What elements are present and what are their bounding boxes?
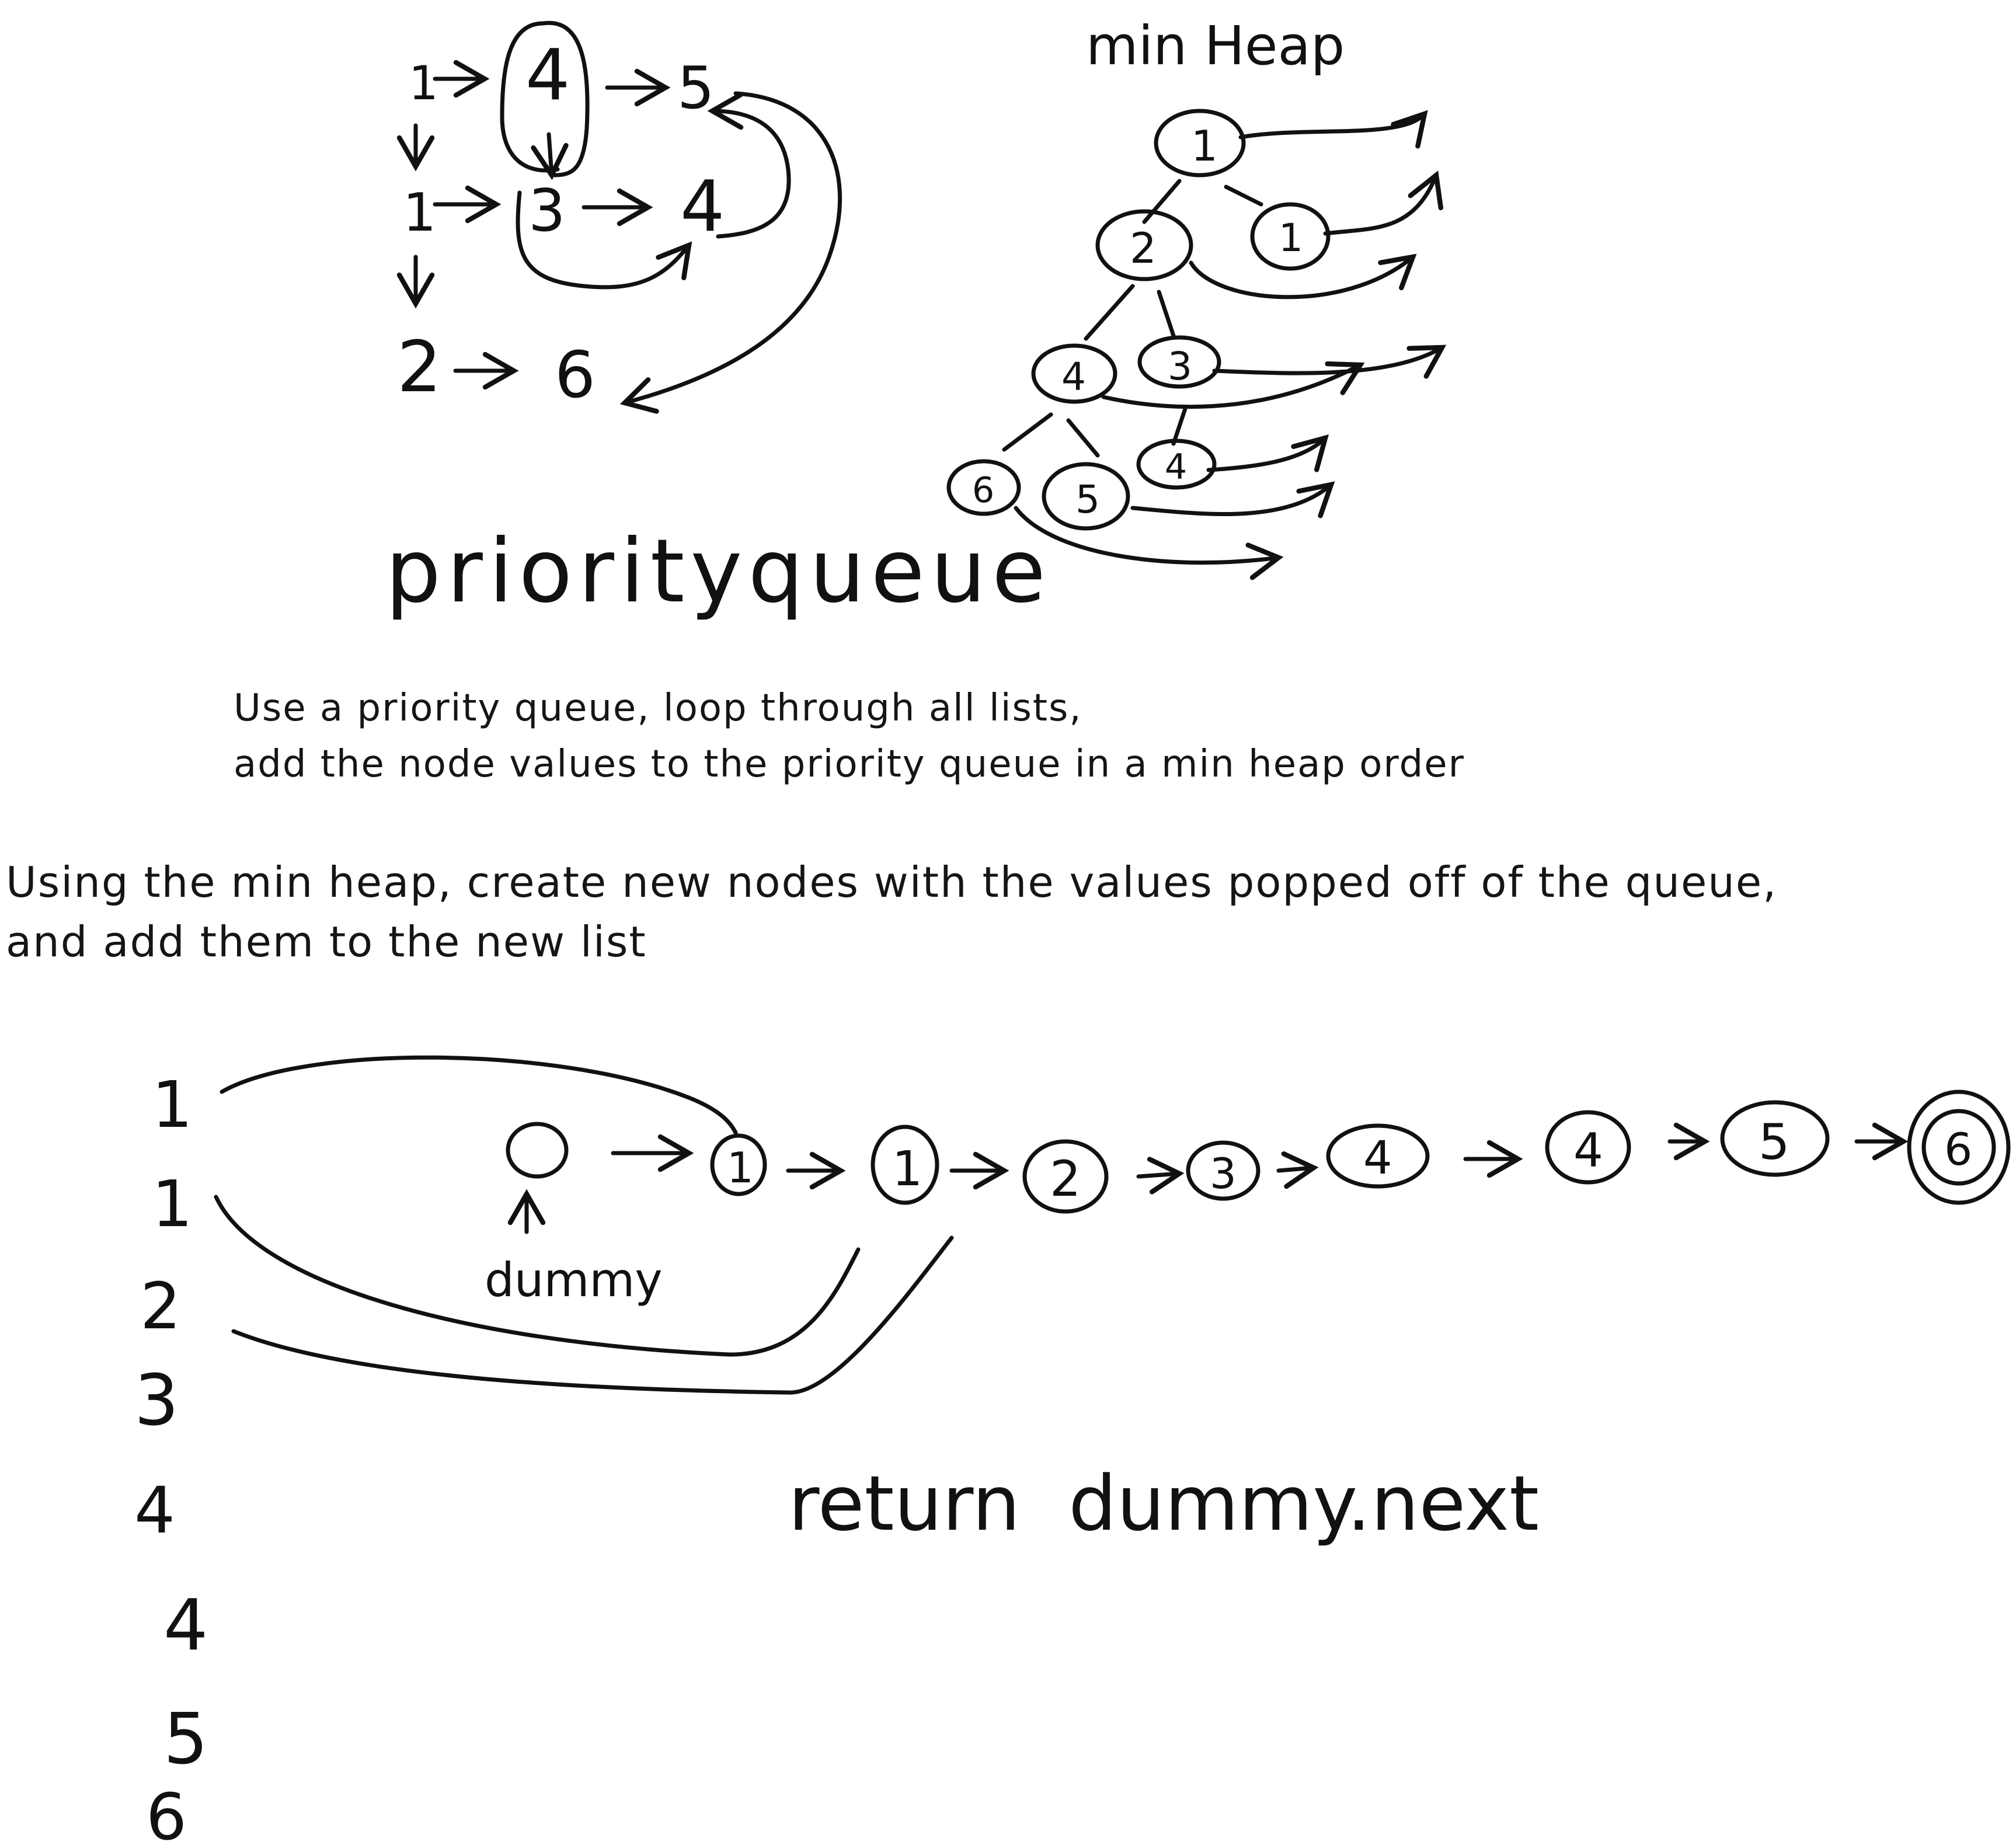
- sorted-value: 2: [140, 1269, 181, 1343]
- input-lists: 1 4 5 1 3 4 2 6: [396, 20, 842, 414]
- heap-node-2: 2: [1130, 224, 1157, 273]
- sorted-value: 4: [134, 1473, 175, 1548]
- heap-node-3: 3: [1168, 344, 1192, 389]
- sorted-value: 1: [152, 1067, 193, 1142]
- note1-line1: Use a priority queue, loop through all l…: [234, 687, 1082, 730]
- list3-value-6: 6: [555, 337, 596, 412]
- note1-line2: add the node values to the priority queu…: [234, 743, 1465, 786]
- explanation-note-2: Using the min heap, create new nodes wit…: [6, 852, 1777, 972]
- merged-node-3: 3: [1210, 1149, 1237, 1198]
- curve-4-to-5: [707, 92, 791, 239]
- sorted-values-column: 1 1 2 3 4 4 5 6: [134, 1055, 954, 1845]
- curve-5-to-6: [619, 91, 842, 414]
- merged-list: dummy 1 1 2 3 4 4 5 6: [485, 1089, 2011, 1307]
- merged-node-1b: 1: [892, 1141, 922, 1197]
- merged-node-4b: 4: [1573, 1123, 1603, 1178]
- list3-value-2: 2: [397, 327, 441, 408]
- heap-node-6: 6: [972, 470, 994, 511]
- arrow-4-down-to-3: [531, 132, 569, 180]
- merged-node-6: 6: [1944, 1123, 1972, 1175]
- min-heap: min Heap 1 1 2 3 4 4 5 6: [946, 15, 1447, 580]
- list2-value-1: 1: [403, 182, 436, 243]
- note2-line1: Using the min heap, create new nodes wit…: [6, 858, 1778, 907]
- heap-node-5: 5: [1075, 477, 1100, 522]
- merged-node-4: 4: [1363, 1132, 1392, 1185]
- merged-node-1: 1: [727, 1143, 754, 1192]
- list1-value-1: 1: [409, 56, 438, 110]
- link-curve: [220, 1055, 738, 1135]
- list1-value-5: 5: [677, 54, 715, 122]
- heap-node-shape: [1154, 109, 1246, 177]
- pop-arrow: [1238, 110, 1428, 149]
- sorted-value: 3: [134, 1360, 179, 1442]
- heap-node-4b: 4: [1165, 447, 1187, 488]
- heap-node-4: 4: [1061, 354, 1086, 399]
- list2-value-4: 4: [680, 166, 725, 248]
- merged-node-2: 2: [1050, 1150, 1081, 1207]
- sorted-value: 5: [163, 1699, 208, 1780]
- list-node-shape: [710, 1133, 767, 1196]
- priority-queue-label: priorityqueue: [385, 521, 1051, 622]
- heap-node-1: 1: [1191, 121, 1218, 170]
- heap-node-1b: 1: [1279, 215, 1303, 260]
- sorted-value: 4: [163, 1585, 208, 1666]
- note2-line2: and add them to the new list: [6, 917, 647, 966]
- dummy-node: [506, 1122, 569, 1179]
- min-heap-label: min Heap: [1086, 15, 1345, 77]
- merged-node-5: 5: [1759, 1113, 1789, 1171]
- return-label: return dummy.next: [788, 1459, 1539, 1548]
- curve-3-to-4: [516, 190, 692, 290]
- list2-value-3: 3: [528, 176, 566, 245]
- explanation-note-1: Use a priority queue, loop through all l…: [234, 680, 1465, 792]
- dummy-label: dummy: [485, 1253, 663, 1307]
- list1-value-4: 4: [525, 35, 570, 116]
- sorted-value: 6: [146, 1780, 187, 1845]
- sorted-value: 1: [152, 1167, 193, 1241]
- loop-around-4: [500, 21, 560, 173]
